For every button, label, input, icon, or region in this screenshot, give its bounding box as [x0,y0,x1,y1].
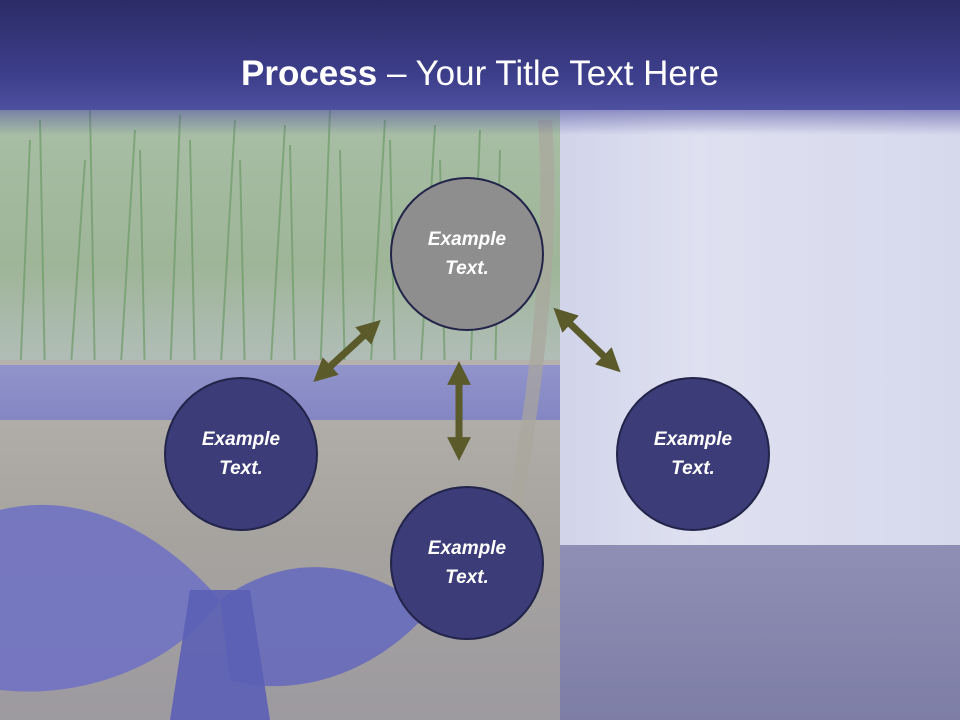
background-bow [0,504,430,720]
node-left-text: Example Text. [201,429,281,479]
title-bold: Process [241,54,378,93]
title-bar-fade [0,110,960,135]
node-bottom-text: Example Text. [427,538,507,588]
process-node-top[interactable]: Example Text. [390,177,544,331]
background-floor [520,545,960,720]
process-node-right[interactable]: Example Text. [616,377,770,531]
node-top-text: Example Text. [427,229,507,279]
process-node-bottom[interactable]: Example Text. [390,486,544,640]
title-bar [0,0,960,110]
node-right-text: Example Text. [653,429,733,479]
title-rest: Your Title Text Here [415,54,720,93]
title-separator: – [377,54,416,93]
background-basket-handle [503,120,555,540]
process-node-left[interactable]: Example Text. [164,377,318,531]
slide-title: Process – Your Title Text Here [0,52,960,96]
